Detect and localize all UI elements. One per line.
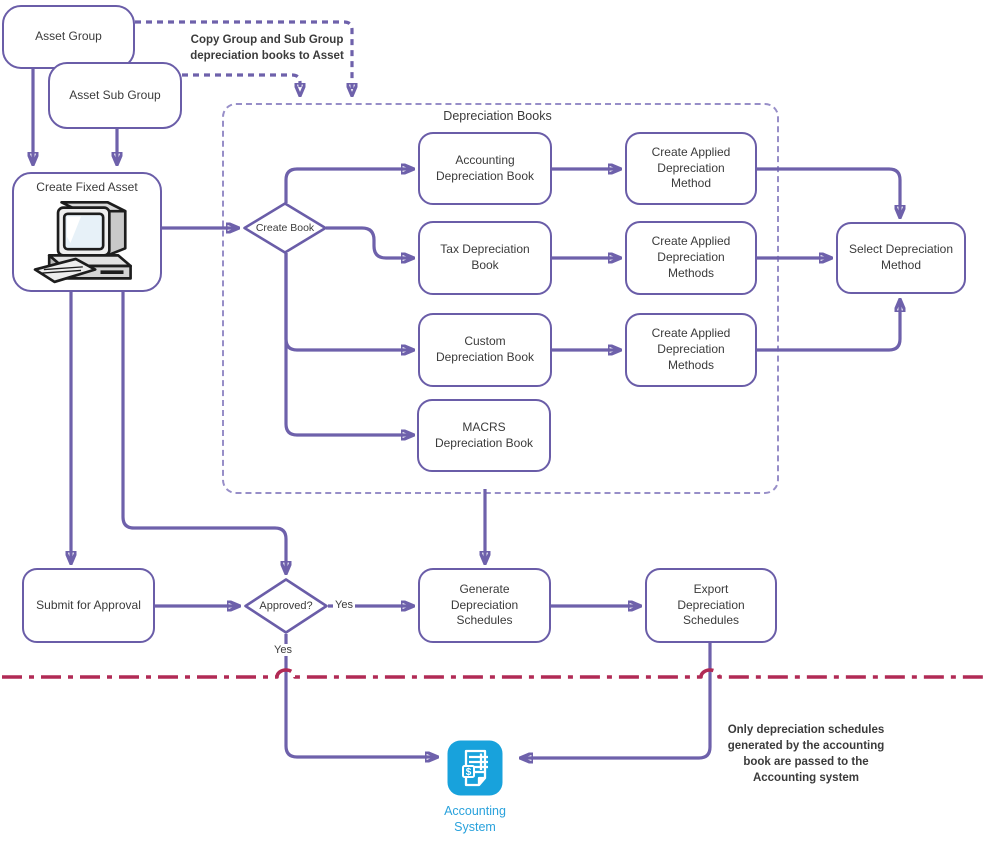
node-macrs-depreciation-book: MACRS Depreciation Book [417, 399, 551, 472]
yes-label-below: Yes [272, 644, 294, 656]
currency-symbol: $ [466, 767, 472, 778]
node-custom-depreciation-book: Custom Depreciation Book [418, 313, 552, 387]
edge-create-book-to-macrs-book [284, 253, 413, 435]
node-asset-group: Asset Group [2, 5, 135, 69]
edge-create-book-to-custom-book [284, 253, 413, 350]
node-create-applied-method-2: Create Applied Depreciation Methods [625, 221, 757, 295]
yes-label-right: Yes [333, 599, 355, 611]
node-asset-sub-group: Asset Sub Group [48, 62, 182, 129]
desktop-computer-icon [33, 200, 132, 284]
depreciation-books-group [222, 103, 779, 494]
accounting-system-label: Accounting System [444, 804, 506, 835]
node-create-applied-method-1: Create Applied Depreciation Method [625, 132, 757, 205]
node-export-depreciation-schedules: Export Depreciation Schedules [645, 568, 777, 643]
depreciation-books-group-title: Depreciation Books [443, 109, 552, 123]
edge-applied-method-1-to-select-method [757, 167, 900, 217]
edge-export-to-accounting-system [521, 643, 712, 758]
node-generate-depreciation-schedules: Generate Depreciation Schedules [418, 568, 551, 643]
decision-create-book: Create Book [243, 202, 327, 254]
edge-create-fixed-asset-to-approved [121, 292, 286, 573]
edge-approved-yes-to-accounting-system [284, 634, 437, 757]
node-submit-for-approval: Submit for Approval [22, 568, 155, 643]
edge-asset-group-copy-books [135, 20, 352, 95]
copy-books-note: Copy Group and Sub Group depreciation bo… [190, 34, 344, 63]
node-select-depreciation-method: Select Depreciation Method [836, 222, 966, 294]
accounting-only-note: Only depreciation schedules generated by… [727, 724, 885, 785]
decision-approved: Approved? [244, 578, 328, 634]
approved-label: Approved? [259, 600, 313, 612]
create-fixed-asset-label: Create Fixed Asset [36, 180, 138, 194]
node-tax-depreciation-book: Tax Depreciation Book [418, 221, 552, 295]
create-book-label: Create Book [255, 222, 315, 234]
edge-create-book-to-tax-book [326, 226, 413, 258]
node-create-fixed-asset: Create Fixed Asset [12, 172, 162, 292]
node-create-applied-method-3: Create Applied Depreciation Methods [625, 313, 757, 387]
edge-asset-sub-group-copy-books [182, 73, 300, 95]
edge-applied-method-3-to-select-method [757, 300, 900, 352]
node-accounting-depreciation-book: Accounting Depreciation Book [418, 132, 552, 205]
invoice-ledger-icon: $ [447, 740, 503, 796]
edge-create-book-to-accounting-book [284, 169, 413, 203]
system-boundary-divider [2, 668, 984, 679]
